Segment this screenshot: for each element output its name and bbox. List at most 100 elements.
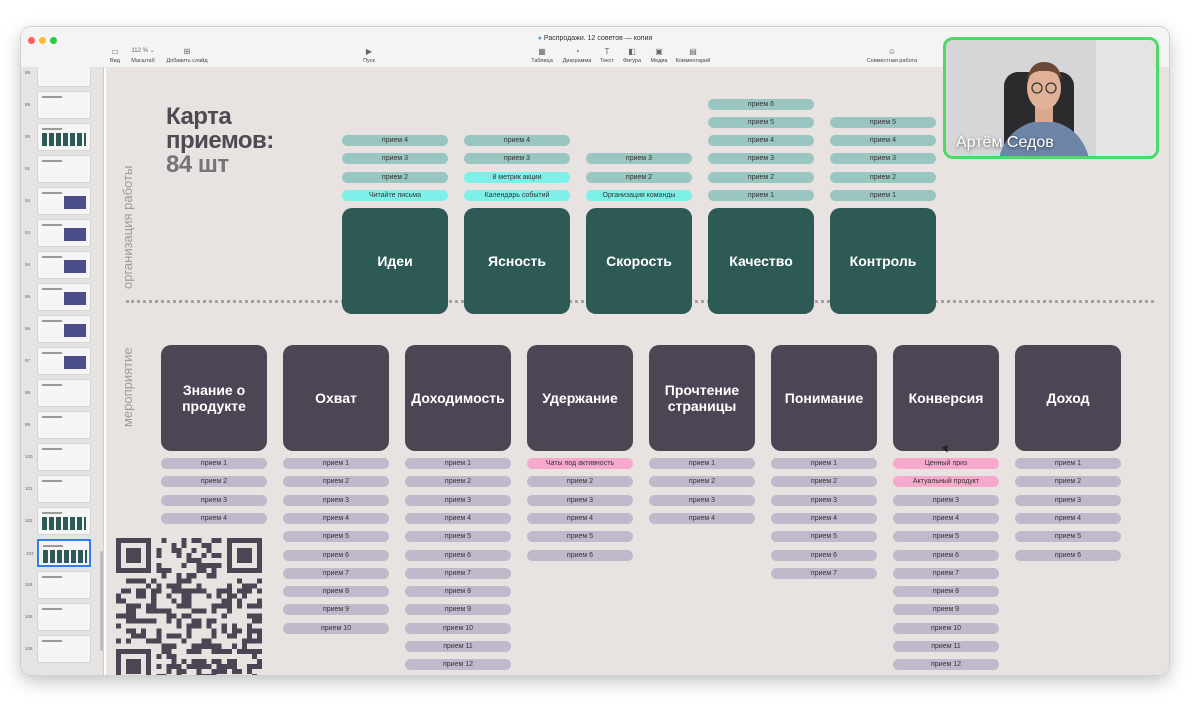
- slide-thumbnail[interactable]: 101: [25, 475, 91, 503]
- toolbar-sidebar-button[interactable]: ▭Вид: [105, 47, 125, 67]
- technique-pill[interactable]: прием 4: [405, 512, 511, 524]
- slide-thumbnail[interactable]: 98: [25, 379, 91, 407]
- slide-thumbnail[interactable]: 96: [25, 315, 91, 343]
- technique-pill[interactable]: Читайте письма: [342, 190, 448, 201]
- slide-thumbnail[interactable]: 92: [25, 187, 91, 215]
- category-card-качество[interactable]: Качество: [708, 208, 814, 314]
- category-card-понимание[interactable]: Понимание: [771, 345, 877, 451]
- technique-pill[interactable]: прием 6: [527, 549, 633, 561]
- technique-pill[interactable]: Ценный приз: [893, 458, 999, 469]
- technique-pill[interactable]: прием 4: [283, 512, 389, 524]
- slide-thumbnail[interactable]: 91: [25, 155, 91, 183]
- technique-pill[interactable]: прием 3: [586, 153, 692, 165]
- category-card-конверсия[interactable]: Конверсия: [893, 345, 999, 451]
- technique-pill[interactable]: прием 3: [893, 494, 999, 506]
- category-card-знание-о-продукте[interactable]: Знание о продукте: [161, 345, 267, 451]
- technique-pill[interactable]: Календарь событий: [464, 190, 570, 201]
- technique-pill[interactable]: прием 2: [586, 171, 692, 183]
- category-card-идеи[interactable]: Идеи: [342, 208, 448, 314]
- technique-pill[interactable]: прием 5: [405, 531, 511, 543]
- technique-pill[interactable]: прием 6: [771, 549, 877, 561]
- technique-pill[interactable]: 8 метрик акции: [464, 171, 570, 183]
- technique-pill[interactable]: прием 3: [283, 494, 389, 506]
- technique-pill[interactable]: прием 6: [708, 98, 814, 110]
- technique-pill[interactable]: прием 6: [1015, 549, 1121, 561]
- category-card-охват[interactable]: Охват: [283, 345, 389, 451]
- close-window-button[interactable]: [28, 37, 35, 44]
- technique-pill[interactable]: прием 7: [283, 567, 389, 579]
- technique-pill[interactable]: прием 4: [649, 512, 755, 524]
- technique-pill[interactable]: прием 7: [405, 567, 511, 579]
- technique-pill[interactable]: прием 2: [405, 476, 511, 488]
- technique-pill[interactable]: прием 4: [893, 512, 999, 524]
- technique-pill[interactable]: прием 4: [527, 512, 633, 524]
- slide-thumbnail[interactable]: 88: [25, 67, 91, 87]
- toolbar-comment-button[interactable]: ▤Комментарий: [673, 47, 713, 67]
- slide-thumbnail[interactable]: 103: [26, 539, 91, 567]
- technique-pill[interactable]: прием 5: [771, 531, 877, 543]
- technique-pill[interactable]: прием 6: [893, 549, 999, 561]
- technique-pill[interactable]: прием 1: [771, 458, 877, 469]
- toolbar-table-button[interactable]: ▦Таблица: [528, 47, 556, 67]
- technique-pill[interactable]: прием 4: [1015, 512, 1121, 524]
- slide-thumbnail[interactable]: 89: [25, 91, 91, 119]
- sidebar-scrollbar[interactable]: [100, 551, 103, 651]
- toolbar-add-slide-button[interactable]: ⊞Добавить слайд: [161, 47, 213, 67]
- category-card-контроль[interactable]: Контроль: [830, 208, 936, 314]
- technique-pill[interactable]: прием 12: [405, 659, 511, 671]
- zoom-window-button[interactable]: [50, 37, 57, 44]
- technique-pill[interactable]: прием 1: [405, 458, 511, 469]
- technique-pill[interactable]: прием 8: [893, 586, 999, 598]
- slide-thumbnail[interactable]: 95: [25, 283, 91, 311]
- technique-pill[interactable]: прием 3: [161, 494, 267, 506]
- technique-pill[interactable]: Чаты под активность: [527, 458, 633, 469]
- technique-pill[interactable]: прием 12: [893, 659, 999, 671]
- technique-pill[interactable]: прием 2: [161, 476, 267, 488]
- technique-pill[interactable]: прием 3: [771, 494, 877, 506]
- technique-pill[interactable]: прием 8: [405, 586, 511, 598]
- technique-pill[interactable]: прием 8: [283, 586, 389, 598]
- technique-pill[interactable]: прием 5: [830, 116, 936, 128]
- technique-pill[interactable]: прием 6: [405, 549, 511, 561]
- slide-thumbnail[interactable]: 90: [25, 123, 91, 151]
- technique-pill[interactable]: прием 3: [1015, 494, 1121, 506]
- technique-pill[interactable]: прием 11: [893, 641, 999, 652]
- category-card-удержание[interactable]: Удержание: [527, 345, 633, 451]
- technique-pill[interactable]: прием 1: [708, 190, 814, 201]
- technique-pill[interactable]: прием 6: [283, 549, 389, 561]
- technique-pill[interactable]: прием 11: [405, 641, 511, 652]
- slide-thumbnail[interactable]: 100: [25, 443, 91, 471]
- technique-pill[interactable]: прием 2: [771, 476, 877, 488]
- technique-pill[interactable]: прием 10: [893, 622, 999, 634]
- technique-pill[interactable]: прием 1: [1015, 458, 1121, 469]
- minimize-window-button[interactable]: [39, 37, 46, 44]
- technique-pill[interactable]: прием 2: [830, 171, 936, 183]
- slide-thumbnail[interactable]: 97: [25, 347, 91, 375]
- technique-pill[interactable]: прием 9: [405, 604, 511, 616]
- slide-thumbnail[interactable]: 93: [25, 219, 91, 247]
- technique-pill[interactable]: прием 4: [161, 512, 267, 524]
- technique-pill[interactable]: прием 5: [1015, 531, 1121, 543]
- technique-pill[interactable]: прием 3: [342, 153, 448, 165]
- technique-pill[interactable]: Организация команды: [586, 190, 692, 201]
- category-card-ясность[interactable]: Ясность: [464, 208, 570, 314]
- technique-pill[interactable]: прием 4: [464, 135, 570, 147]
- technique-pill[interactable]: прием 2: [527, 476, 633, 488]
- technique-pill[interactable]: прием 2: [649, 476, 755, 488]
- technique-pill[interactable]: прием 1: [830, 190, 936, 201]
- slide-thumbnail[interactable]: 94: [25, 251, 91, 279]
- toolbar-chart-button[interactable]: ◔Диаграмма: [559, 47, 595, 67]
- slide-thumbnail[interactable]: 99: [25, 411, 91, 439]
- technique-pill[interactable]: прием 4: [830, 135, 936, 147]
- technique-pill[interactable]: прием 10: [283, 622, 389, 634]
- technique-pill[interactable]: прием 7: [771, 567, 877, 579]
- technique-pill[interactable]: прием 2: [342, 171, 448, 183]
- technique-pill[interactable]: прием 3: [527, 494, 633, 506]
- toolbar-media-button[interactable]: ▣Медиа: [647, 47, 671, 67]
- technique-pill[interactable]: Актуальный продукт: [893, 476, 999, 488]
- category-card-доход[interactable]: Доход: [1015, 345, 1121, 451]
- toolbar-zoom-button[interactable]: 112 % ⌄Масштаб: [125, 47, 161, 67]
- technique-pill[interactable]: прием 4: [342, 135, 448, 147]
- technique-pill[interactable]: прием 3: [708, 153, 814, 165]
